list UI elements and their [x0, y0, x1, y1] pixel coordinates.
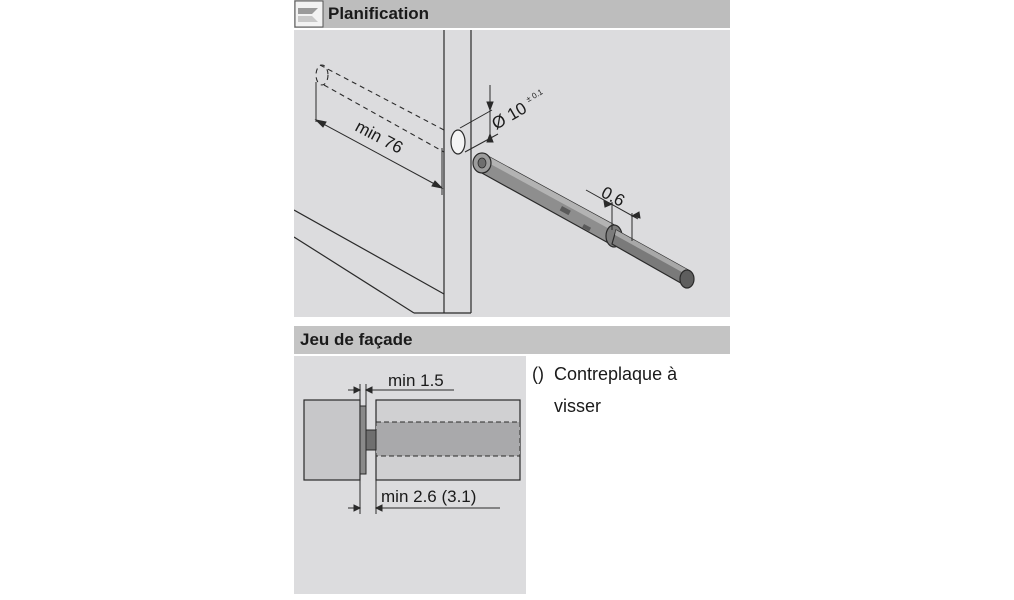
planning-title: Planification	[328, 4, 430, 23]
device-channel	[375, 421, 521, 457]
min-gap-alt-dimension	[348, 480, 500, 514]
depth-dimension	[314, 82, 444, 195]
gap-label: 0.6	[598, 183, 628, 211]
front-gap-header: Jeu de façade	[294, 326, 730, 354]
gap-dimension	[585, 189, 641, 241]
front-gap-drawing: min 1.5 min 2.6 (3.1)	[303, 371, 521, 514]
depth-label: min 76	[352, 117, 406, 158]
note-marker: ()	[532, 364, 544, 384]
push-latch-device	[472, 152, 695, 289]
planning-header: Planification	[294, 0, 730, 28]
folded-corner-icon	[294, 0, 324, 28]
device-tip	[365, 429, 377, 451]
planning-drawing: min 76 Ø 10 ± 0.1	[293, 30, 695, 314]
counter-plate-note: () Contreplaque à visser	[532, 358, 730, 422]
note-line-1: Contreplaque à	[554, 364, 678, 384]
min-gap-dimension	[348, 384, 454, 406]
cabinet-side-panel	[443, 30, 472, 314]
drawer-front	[303, 399, 361, 481]
note-line-2: visser	[554, 396, 602, 416]
min-gap-label: min 1.5	[388, 371, 444, 390]
front-gap-title: Jeu de façade	[300, 330, 413, 349]
diameter-tolerance: ± 0.1	[525, 87, 545, 104]
drill-hole-outline	[315, 64, 445, 153]
drill-hole-opening	[450, 129, 466, 155]
diameter-value: Ø 10	[489, 99, 530, 134]
min-gap-alt-label: min 2.6 (3.1)	[381, 487, 476, 506]
diameter-label: Ø 10 ± 0.1	[489, 87, 550, 133]
planning-diagram: min 76 Ø 10 ± 0.1	[293, 30, 730, 317]
front-gap-diagram: min 1.5 min 2.6 (3.1)	[294, 356, 526, 594]
diameter-dimension	[459, 85, 499, 153]
cabinet-floor	[293, 209, 445, 314]
counter-plate	[359, 405, 367, 475]
